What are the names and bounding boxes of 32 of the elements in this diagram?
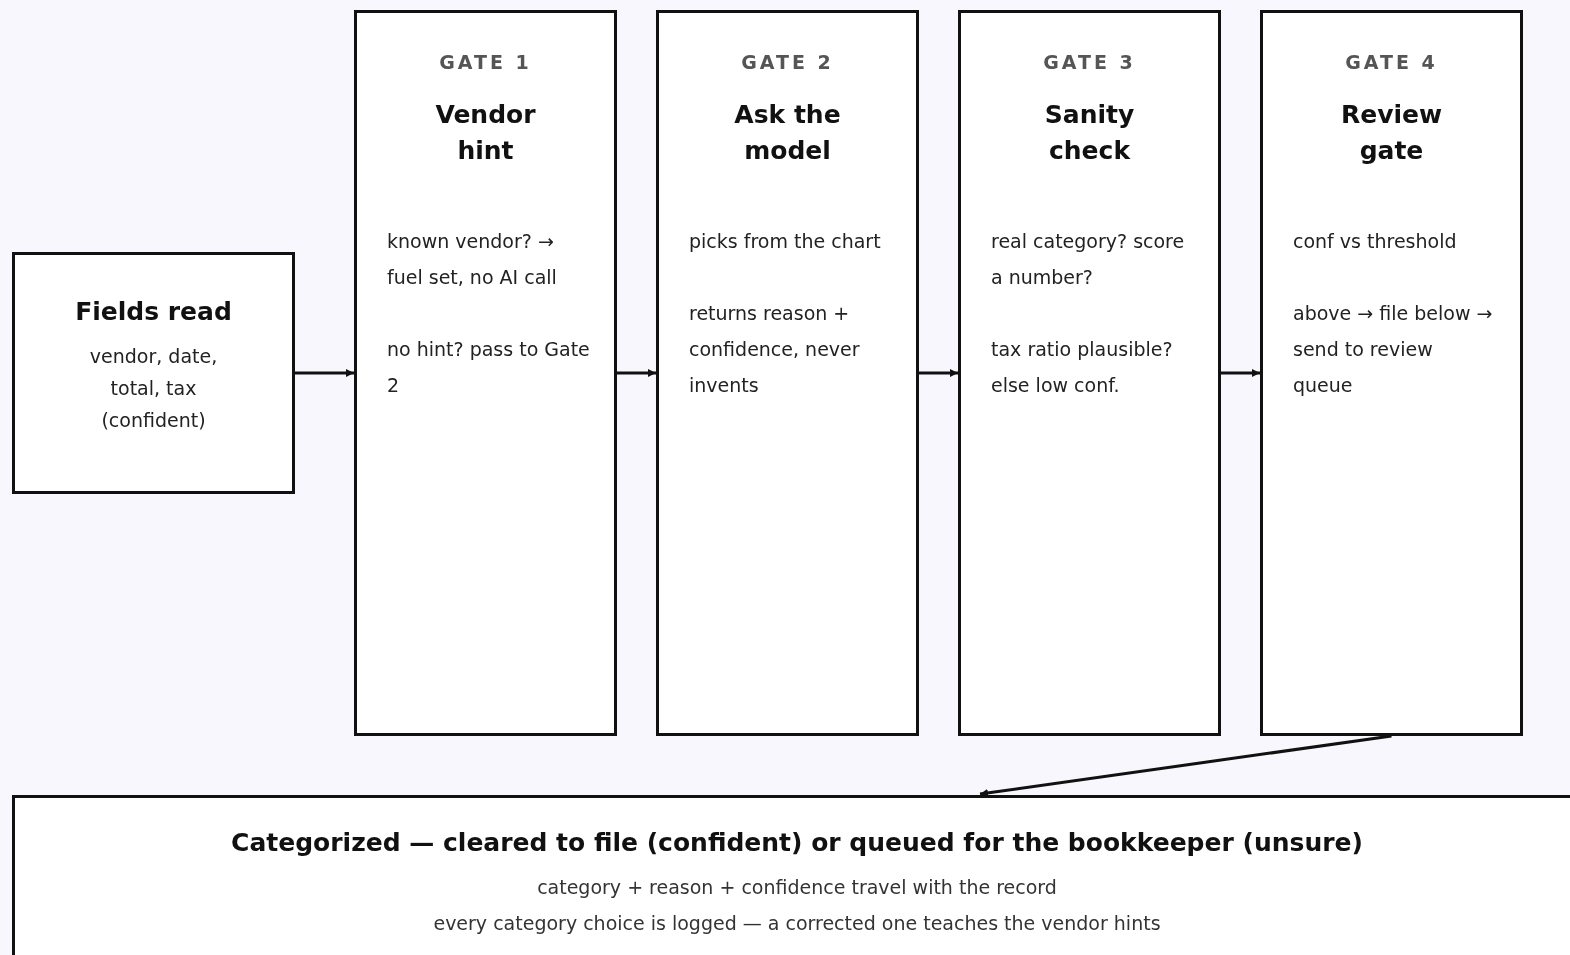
gate-box [354,10,617,736]
result-box [12,795,1570,955]
gate-box [958,10,1221,736]
gate-title: Ask the model [733,99,842,167]
gate-box [1260,10,1523,736]
arrow [617,369,656,377]
gate-number: GATE 1 [439,51,532,73]
gate-number: GATE 3 [1043,51,1136,73]
gate-title: Vendor hint [434,99,537,167]
gate-description: conf vs threshold [1293,229,1458,254]
gate-number: GATE 2 [741,51,834,73]
arrow [919,369,958,377]
gate-description: picks from the chart [689,229,882,254]
arrow [295,369,354,377]
gate-description: no hint? pass to Gate 2 [387,337,591,398]
gate-description: real category? score a number? [991,229,1186,290]
gate-title: Review gate [1339,99,1444,167]
arrow [1221,369,1260,377]
gate-number: GATE 4 [1345,51,1438,73]
result-note: category + reason + confidence travel with the record [537,875,1057,900]
gate-box [656,10,919,736]
gate-description: returns reason + confidence, never invents [689,301,861,398]
box-description: vendor, date, total, tax (confident) [88,344,219,433]
result-title: Categorized — cleared to file (confident) or queued for the bookkeeper (unsure) [231,828,1363,857]
gate-description: above → file below → send to review queue [1293,301,1494,398]
result-note: every category choice is logged — a corrected one teaches the vendor hints [433,911,1161,936]
gate-title: Sanity check [1043,99,1136,167]
gate-description: tax ratio plausible? else low conf. [991,337,1174,398]
arrow [979,734,1392,797]
box-title: Fields read [75,297,232,326]
gate-description: known vendor? → fuel set, no AI call [387,229,558,290]
input-box [12,252,295,494]
